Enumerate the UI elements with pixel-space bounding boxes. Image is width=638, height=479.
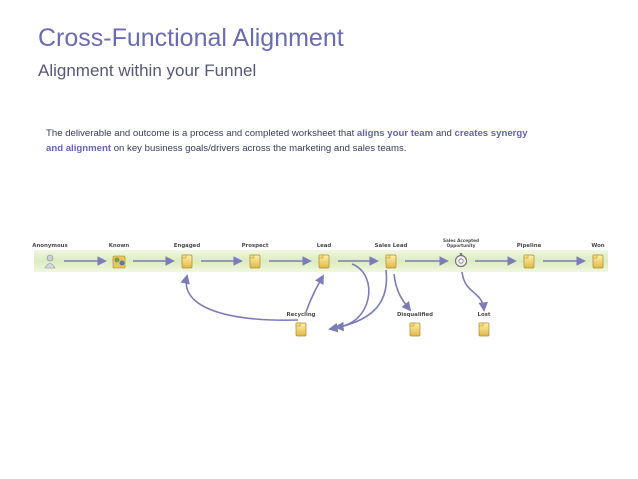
recycle-to-engaged-arrow	[180, 274, 299, 321]
outcome-label-lost: Lost	[478, 312, 491, 318]
stage-won-folder-icon	[592, 254, 604, 269]
saleslead-to-disqualified-arrow	[393, 273, 412, 312]
saleslead-to-recycling-arrow	[328, 269, 388, 333]
outcome-label-disqualified: Disqualified	[397, 312, 433, 318]
description-part-2: and	[433, 128, 455, 139]
stage-label-known: Known	[109, 243, 130, 249]
stage-anonymous-person-icon	[44, 254, 56, 269]
outcome-label-recycling: Recycling	[286, 312, 315, 318]
outcome-recycling-folder-icon	[295, 322, 307, 337]
outcome-disqualified-folder-icon	[409, 322, 421, 337]
description-part-3: on key business goals/drivers across the…	[111, 142, 407, 154]
stage-label-sales-lead: Sales Lead	[375, 243, 408, 249]
description-highlight-2: creates synergy and alignment	[46, 128, 528, 154]
opportunity-to-lost-arrow	[461, 271, 489, 312]
description-text: The deliverable and outcome is a process…	[46, 127, 546, 156]
stage-sales-lead-folder-icon	[385, 254, 397, 269]
stage-label-won: Won	[591, 243, 604, 249]
stage-sales-accepted-opportunity-gear-icon	[454, 253, 468, 268]
stage-label-anonymous: Anonymous	[32, 243, 67, 249]
stage-label-pipeline: Pipeline	[517, 243, 542, 249]
stage-label-lead: Lead	[317, 243, 332, 249]
stage-label-engaged: Engaged	[174, 243, 201, 249]
stage-label-prospect: Prospect	[242, 243, 269, 249]
description-part-1: The deliverable and outcome is a process…	[46, 128, 357, 139]
page-subtitle: Alignment within your Funnel	[38, 61, 257, 80]
stage-known-people-icon	[112, 255, 126, 269]
stage-prospect-folder-icon	[249, 254, 261, 269]
page-title: Cross-Functional Alignment	[38, 24, 344, 52]
stage-engaged-folder-icon	[181, 254, 193, 269]
description-highlight-1: aligns your team	[356, 128, 434, 139]
stage-lead-folder-icon	[318, 254, 330, 269]
outcome-lost-folder-icon	[478, 322, 490, 337]
recycle-to-lead-arrow	[305, 274, 324, 313]
stage-pipeline-folder-icon	[523, 254, 535, 269]
